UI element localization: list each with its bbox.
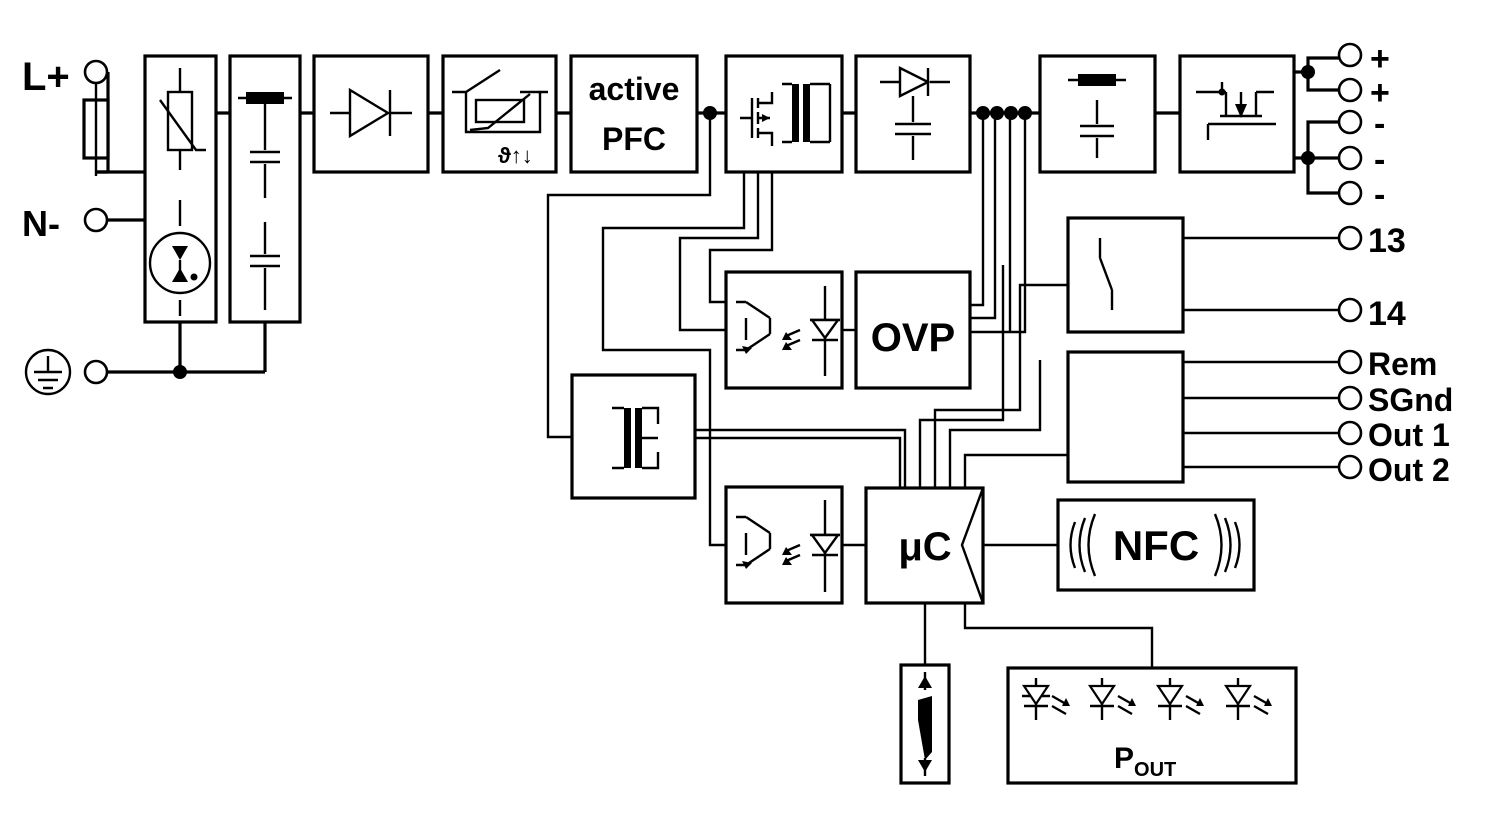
microcontroller-block: μC xyxy=(864,486,985,605)
label-out-plus-1: + xyxy=(1370,40,1390,78)
terminal-l-plus xyxy=(83,59,109,85)
led-icon xyxy=(809,318,841,341)
pfc-block: active PFC xyxy=(569,54,699,174)
aux-transformer-block xyxy=(570,373,697,500)
varistor-icon xyxy=(166,90,194,152)
pout-led-2 xyxy=(1087,678,1136,720)
inrush-limiter-block: ϑ↑↓ xyxy=(441,54,558,174)
label-sgnd: SGnd xyxy=(1368,382,1453,418)
choke-icon xyxy=(246,92,284,104)
label-out-minus-3: - xyxy=(1374,176,1385,214)
thermistor-icon xyxy=(474,98,526,124)
surge-protection-block xyxy=(143,54,218,324)
ovp-block: OVP xyxy=(854,270,972,390)
pout-led-3 xyxy=(1155,678,1204,720)
terminal-out1 xyxy=(1337,420,1363,446)
led-icon-2 xyxy=(809,533,841,556)
potentiometer-icon xyxy=(918,696,932,760)
ground-icon xyxy=(24,348,72,396)
nfc-block: NFC xyxy=(1056,498,1256,592)
terminal-out2 xyxy=(1337,454,1363,480)
label-rem: Rem xyxy=(1368,346,1437,382)
relay-block xyxy=(1066,216,1185,334)
mcu-label: μC xyxy=(898,525,951,569)
terminals xyxy=(83,42,1363,480)
label-out-minus-1: - xyxy=(1374,105,1385,143)
rectifier-block xyxy=(312,54,430,174)
terminal-n-minus xyxy=(83,207,109,233)
voltage-adjust-block xyxy=(899,663,951,785)
pout-led-block: POUT xyxy=(1006,666,1298,785)
aux-transformer-icon xyxy=(624,408,631,468)
terminal-rem xyxy=(1337,349,1363,375)
switching-transformer-block xyxy=(724,54,844,174)
output-choke-icon xyxy=(1078,74,1116,86)
output-mosfet-block xyxy=(1178,54,1296,174)
label-out-minus-2: - xyxy=(1374,141,1385,179)
terminal-out-plus-1 xyxy=(1337,42,1363,68)
thermal-symbol: ϑ↑↓ xyxy=(498,143,533,168)
label-relay-13: 13 xyxy=(1368,222,1406,260)
output-filter-block xyxy=(1038,54,1157,174)
label-n-minus: N- xyxy=(22,203,60,244)
terminal-sgnd xyxy=(1337,385,1363,411)
pout-label: POUT xyxy=(1114,742,1176,781)
terminal-out-minus-1 xyxy=(1337,109,1363,135)
label-out-plus-2: + xyxy=(1370,74,1390,112)
terminal-pe xyxy=(83,359,109,385)
label-out2: Out 2 xyxy=(1368,452,1450,488)
diode-icon xyxy=(348,87,391,139)
label-relay-14: 14 xyxy=(1368,295,1406,333)
signal-interface-block xyxy=(1066,350,1185,484)
output-diode-icon xyxy=(898,66,931,98)
emi-filter-block xyxy=(228,54,302,324)
pfc-label-line1: active xyxy=(589,71,680,107)
terminal-out-minus-2 xyxy=(1337,145,1363,171)
pout-led-1 xyxy=(1021,678,1070,720)
label-out1: Out 1 xyxy=(1368,417,1450,453)
transformer-core-icon xyxy=(792,84,799,142)
nfc-label: NFC xyxy=(1113,522,1199,569)
terminal-out-plus-2 xyxy=(1337,77,1363,103)
optocoupler-feedback-block xyxy=(724,270,844,390)
terminal-out-minus-3 xyxy=(1337,180,1363,206)
ovp-label: OVP xyxy=(871,316,955,360)
label-l-plus: L+ xyxy=(22,55,70,99)
optocoupler-mcu-block xyxy=(724,485,844,605)
gas-discharge-icon xyxy=(148,231,212,295)
terminal-14 xyxy=(1337,297,1363,323)
pout-led-4 xyxy=(1223,678,1272,720)
output-rectifier-block xyxy=(854,54,972,174)
terminal-13 xyxy=(1337,225,1363,251)
pfc-label-line2: PFC xyxy=(602,121,666,157)
